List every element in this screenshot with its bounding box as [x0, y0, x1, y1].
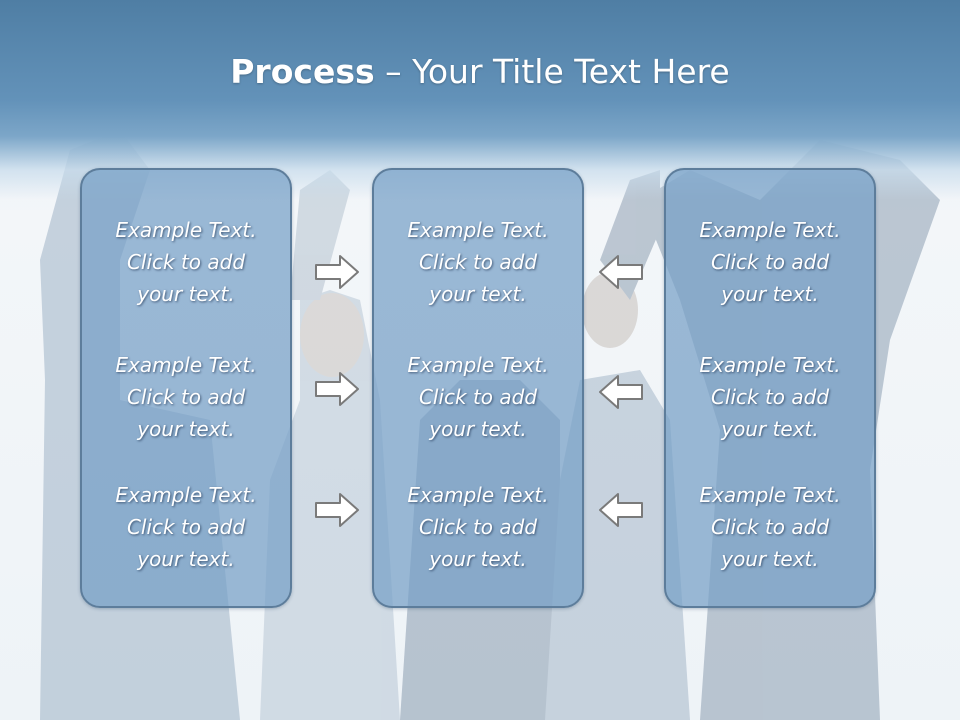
panel-text-item[interactable]: Example Text. Click to add your text. — [666, 214, 874, 310]
panel-text-item[interactable]: Example Text. Click to add your text. — [374, 479, 582, 575]
panel-text-item[interactable]: Example Text. Click to add your text. — [666, 349, 874, 445]
person-arm-1 — [290, 170, 350, 300]
item-line: Example Text. — [699, 483, 841, 507]
arrow-right-icon — [315, 493, 359, 527]
item-line: Click to add — [126, 250, 246, 274]
item-line: your text. — [721, 417, 819, 441]
panel-text-item[interactable]: Example Text. Click to add your text. — [82, 479, 290, 575]
arrow-right-icon — [315, 255, 359, 289]
process-panel-center[interactable]: Example Text. Click to add your text. Ex… — [372, 168, 584, 608]
item-line: Click to add — [418, 385, 538, 409]
item-line: Example Text. — [115, 353, 257, 377]
item-line: Example Text. — [699, 218, 841, 242]
face-2 — [300, 293, 364, 377]
item-line: your text. — [429, 282, 527, 306]
panel-text-item[interactable]: Example Text. Click to add your text. — [374, 349, 582, 445]
arrow-left-icon — [599, 255, 643, 289]
item-line: Click to add — [710, 385, 830, 409]
item-line: your text. — [721, 547, 819, 571]
item-line: your text. — [721, 282, 819, 306]
title-band — [0, 0, 960, 200]
title-rest: – Your Title Text Here — [374, 52, 730, 91]
panel-text-item[interactable]: Example Text. Click to add your text. — [374, 214, 582, 310]
item-line: your text. — [137, 417, 235, 441]
item-line: Click to add — [126, 515, 246, 539]
panel-text-item[interactable]: Example Text. Click to add your text. — [82, 214, 290, 310]
item-line: your text. — [137, 282, 235, 306]
item-line: Click to add — [126, 385, 246, 409]
item-line: Example Text. — [115, 218, 257, 242]
arrow-left-icon — [599, 375, 643, 409]
panel-text-item[interactable]: Example Text. Click to add your text. — [82, 349, 290, 445]
item-line: Example Text. — [407, 218, 549, 242]
item-line: Example Text. — [407, 483, 549, 507]
item-line: Example Text. — [699, 353, 841, 377]
process-panel-left[interactable]: Example Text. Click to add your text. Ex… — [80, 168, 292, 608]
process-panel-right[interactable]: Example Text. Click to add your text. Ex… — [664, 168, 876, 608]
slide-title[interactable]: Process – Your Title Text Here — [0, 52, 960, 91]
item-line: your text. — [137, 547, 235, 571]
item-line: Example Text. — [407, 353, 549, 377]
item-line: Example Text. — [115, 483, 257, 507]
item-line: your text. — [429, 547, 527, 571]
item-line: Click to add — [418, 515, 538, 539]
item-line: your text. — [429, 417, 527, 441]
panel-text-item[interactable]: Example Text. Click to add your text. — [666, 479, 874, 575]
arrow-left-icon — [599, 493, 643, 527]
arrow-right-icon — [315, 372, 359, 406]
title-bold: Process — [230, 52, 375, 91]
item-line: Click to add — [710, 250, 830, 274]
item-line: Click to add — [418, 250, 538, 274]
item-line: Click to add — [710, 515, 830, 539]
